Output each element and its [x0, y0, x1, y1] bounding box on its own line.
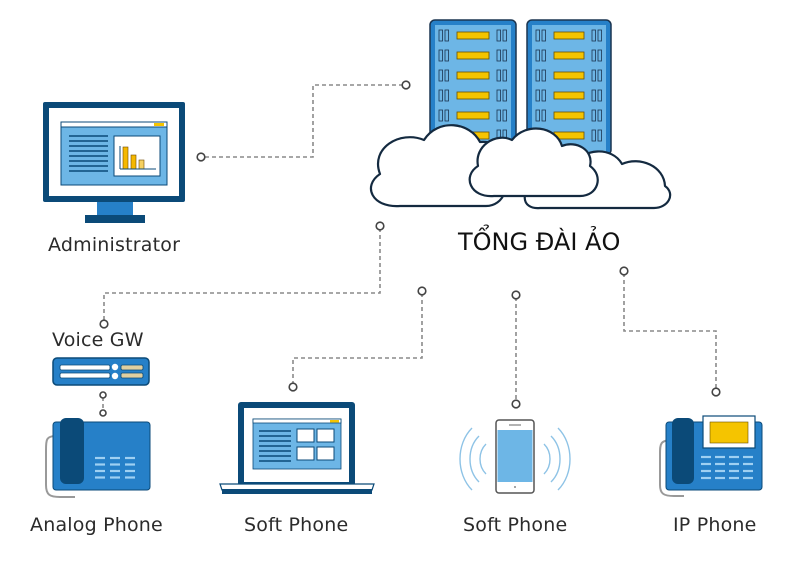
endpoint-dot: [511, 399, 521, 409]
connector-endpoints: [99, 80, 721, 417]
endpoint-dot: [619, 266, 629, 276]
rack-unit: [438, 29, 507, 42]
node-label-voice-gw: Voice GW: [52, 329, 144, 351]
connector-ip-phone: [623, 273, 717, 390]
connectors: [102, 84, 717, 410]
signal-waves-icon: [459, 427, 571, 491]
endpoint-dot: [99, 319, 109, 329]
cloud-icon: [369, 124, 672, 210]
node-label-ip-phone: IP Phone: [673, 514, 757, 536]
endpoint-dot: [288, 382, 298, 392]
smartphone-icon: [459, 419, 571, 494]
endpoint-dot: [375, 221, 385, 231]
ip-phone-icon: [659, 415, 763, 497]
endpoint-dot: [417, 286, 427, 296]
node-label-analog-phone: Analog Phone: [30, 514, 163, 536]
connector-voice-gw: [103, 228, 381, 322]
desktop-monitor-icon: [43, 102, 185, 223]
laptop-icon: [219, 402, 375, 494]
rack-unit: [535, 109, 602, 122]
endpoint-dot: [99, 391, 107, 399]
rack-unit: [535, 29, 602, 42]
rack-unit: [438, 109, 507, 122]
rack-unit: [535, 69, 602, 82]
rack-unit: [438, 69, 507, 82]
diagram-title: TỔNG ĐÀI ẢO: [458, 228, 621, 256]
endpoint-dot: [196, 152, 206, 162]
connector-soft-phone-laptop: [292, 293, 423, 385]
desk-phone-icon: [45, 418, 151, 498]
endpoint-dot: [99, 409, 107, 417]
node-label-soft-phone-mobile: Soft Phone: [463, 514, 568, 536]
node-label-administrator: Administrator: [48, 234, 181, 256]
server-cloud-icon: [369, 19, 672, 210]
endpoint-dot: [711, 387, 721, 397]
node-label-soft-phone-laptop: Soft Phone: [244, 514, 349, 536]
rack-unit: [438, 49, 507, 62]
endpoint-dot: [401, 80, 411, 90]
connector-administrator: [205, 84, 402, 158]
rack-unit: [535, 49, 602, 62]
server-rack-left: [429, 19, 517, 156]
rack-unit: [535, 89, 602, 102]
endpoint-dot: [511, 290, 521, 300]
gateway-device-icon: [52, 357, 150, 386]
rack-unit: [438, 89, 507, 102]
